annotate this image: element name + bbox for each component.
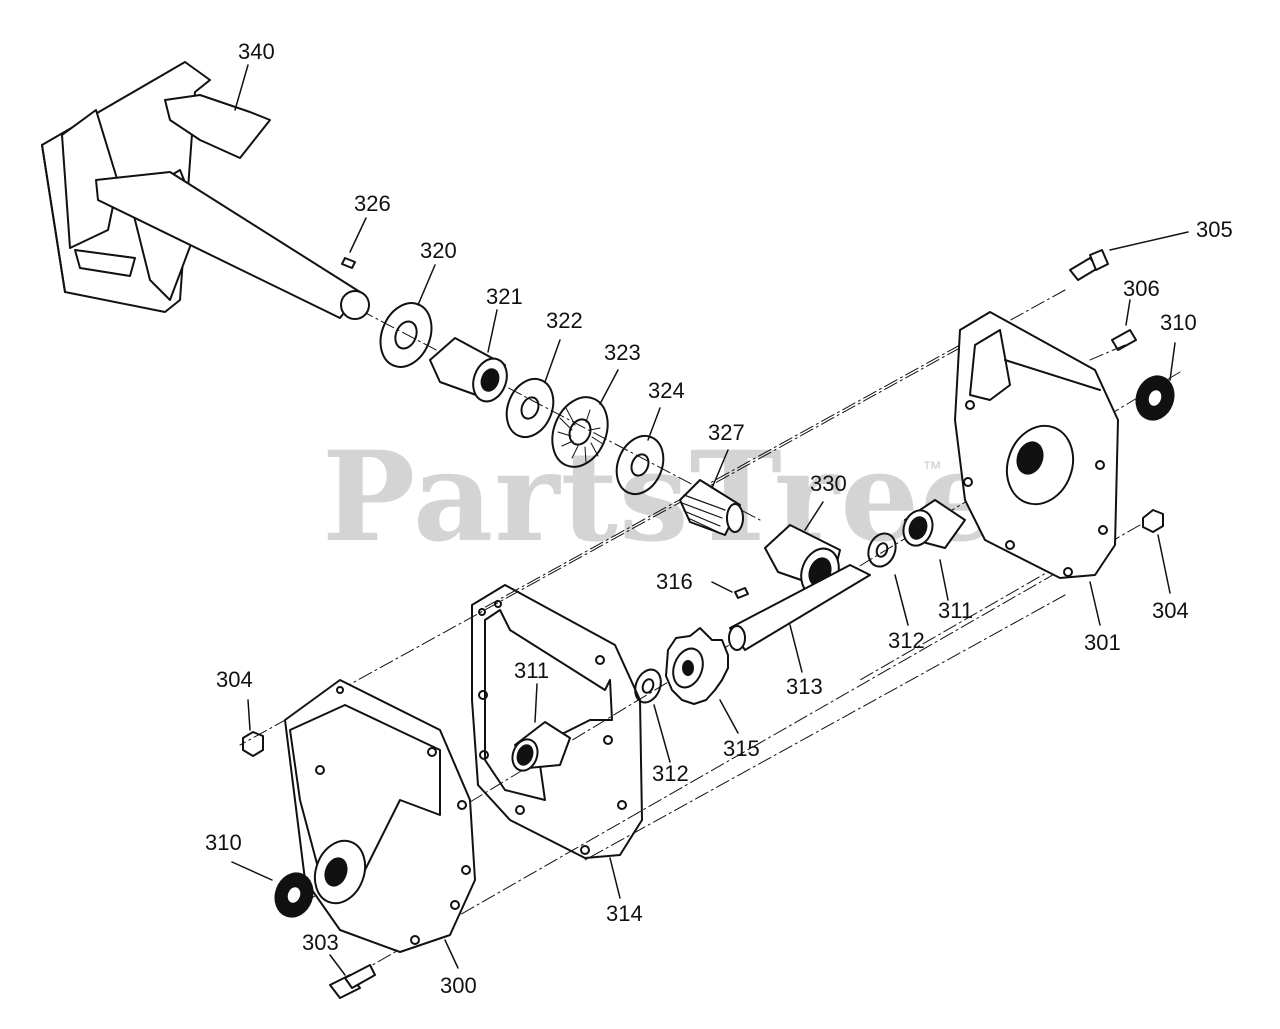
nut-304-right [1142,509,1164,533]
trademark-symbol: ™ [922,458,942,480]
label-311-upper: 311 [938,598,974,623]
bolt-303 [329,964,376,999]
thrust-bearing-323 [551,396,609,468]
screw-306 [1111,329,1137,351]
label-324: 324 [648,378,685,403]
shaft-313 [728,564,871,651]
label-327: 327 [708,420,745,445]
spacer-330 [764,524,841,597]
nut-304-left [242,731,264,757]
seal-310-lower [274,872,314,918]
key-326 [341,257,356,269]
bearing-311-upper [902,499,966,549]
washer-322 [505,377,555,439]
label-340: 340 [238,39,275,64]
washer-324 [615,434,665,496]
label-301: 301 [1084,630,1121,655]
label-310-upper: 310 [1160,310,1197,335]
label-320: 320 [420,238,457,263]
label-305: 305 [1196,217,1233,242]
partstree-watermark: PartsTree [322,425,1001,570]
label-315: 315 [723,736,760,761]
bearing-321 [429,337,508,403]
label-304-left: 304 [216,667,253,692]
label-300: 300 [440,973,477,998]
label-322: 322 [546,308,583,333]
key-316 [734,587,749,599]
label-303: 303 [302,930,339,955]
washer-312-upper [867,532,897,568]
label-326: 326 [354,191,391,216]
label-330: 330 [810,471,847,496]
label-306: 306 [1123,276,1160,301]
label-312-lower: 312 [652,761,689,786]
leader-lines [231,64,1189,976]
bolt-305 [1069,249,1109,281]
auger-shaft-340 [41,61,370,320]
worm-327 [679,479,744,536]
bearing-311-lower [511,721,571,772]
label-310-lower: 310 [205,830,242,855]
gasket-314 [471,584,643,859]
label-321: 321 [486,284,523,309]
label-313: 313 [786,674,823,699]
washer-312-lower [634,668,662,704]
gear-315 [665,627,729,705]
gear-case-301 [954,311,1119,579]
label-316: 316 [656,569,693,594]
label-323: 323 [604,340,641,365]
gear-case-300 [284,679,476,953]
label-311-lower: 311 [514,658,550,683]
label-312-upper: 312 [888,628,925,653]
label-314: 314 [606,901,643,926]
label-304-right: 304 [1152,598,1189,623]
seal-310-upper [1135,375,1175,421]
